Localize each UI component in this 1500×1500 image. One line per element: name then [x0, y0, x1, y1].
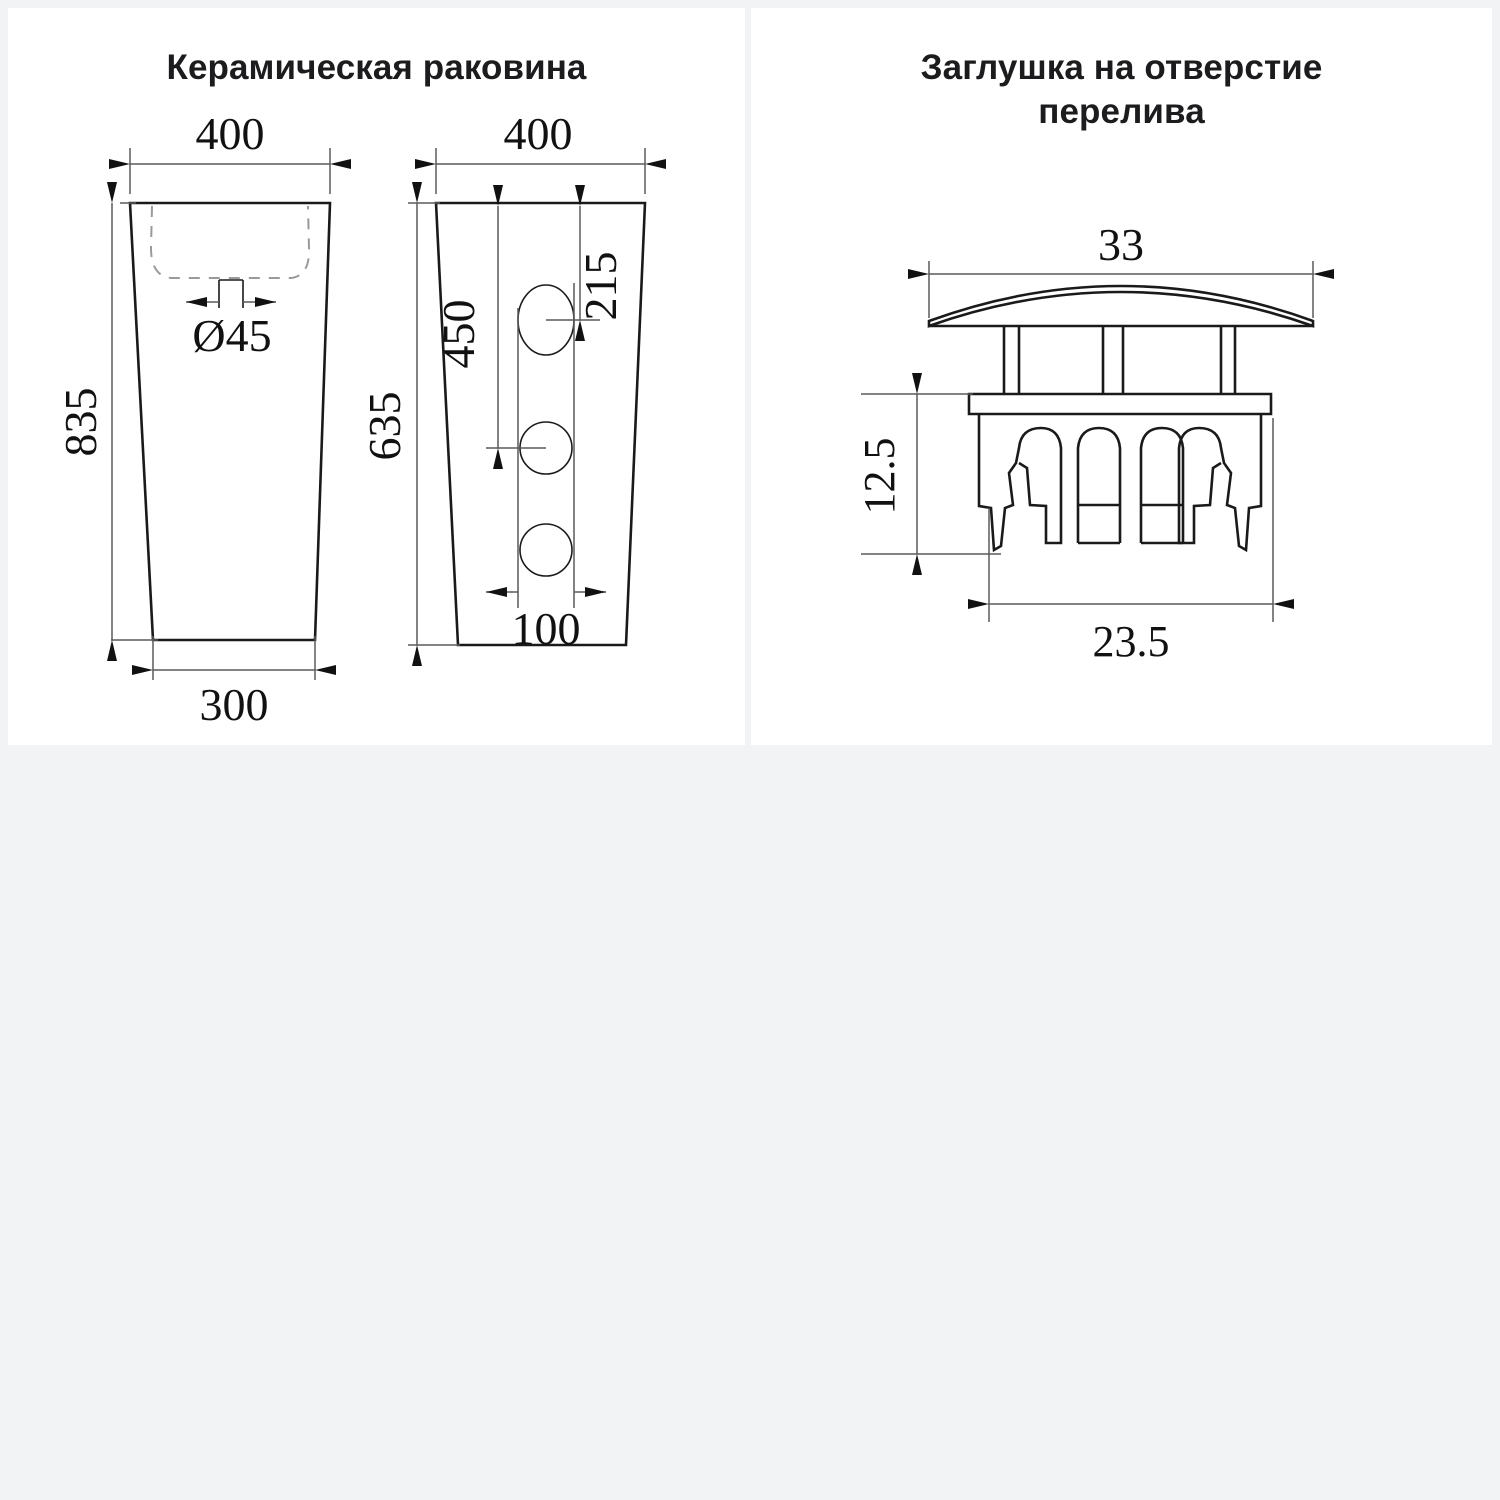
panel-overflow-plug: Заглушка на отверстие перелива: [751, 8, 1492, 745]
sink-basin-dashed-outline: [149, 205, 311, 279]
dim-label-100: 100: [512, 603, 581, 654]
plug-collar-flange: [967, 392, 1273, 416]
dim-front-drain-45: Ø45: [186, 297, 276, 361]
sink-drain-hole: [218, 279, 244, 308]
plug-spoke-left: [1002, 327, 1021, 395]
plug-spoke-right: [1219, 327, 1237, 395]
dim-side-spacing-100: 100: [486, 587, 606, 654]
dim-label-400-front: 400: [196, 108, 265, 159]
sink-front-view-geometry: [128, 201, 332, 642]
dim-label-400-side: 400: [504, 108, 573, 159]
dim-side-width-400: 400: [415, 108, 666, 194]
dim-label-23-5: 23.5: [1093, 617, 1170, 666]
dim-front-height-835: 835: [55, 182, 158, 661]
panel-ceramic-sink: Керамическая раковина: [8, 8, 745, 745]
dim-label-215: 215: [575, 252, 626, 321]
plug-dome-cap: [927, 284, 1315, 328]
plug-spoke-center: [1101, 327, 1125, 395]
dim-side-height-635: 635: [359, 182, 460, 666]
dim-label-300: 300: [200, 679, 269, 730]
dim-side-height-450: 450: [433, 185, 546, 469]
sink-hole-bottom: [519, 523, 573, 577]
panel-title-overflow-plug: Заглушка на отверстие перелива: [920, 48, 1323, 131]
plug-leg-left: [977, 414, 1063, 553]
plug-leg-center: [1076, 426, 1122, 543]
dim-label-33: 33: [1098, 219, 1144, 270]
dim-front-width-300: 300: [132, 636, 336, 730]
dim-plug-height-12-5: 12.5: [855, 373, 1001, 575]
dim-label-450: 450: [433, 300, 484, 369]
dim-plug-width-23-5: 23.5: [968, 418, 1294, 666]
dim-front-width-400: 400: [109, 108, 351, 194]
dim-side-height-215: 215: [546, 185, 626, 341]
plug-leg-center-right: [1139, 426, 1185, 543]
sink-front-outline: [128, 201, 332, 642]
dim-label-12-5: 12.5: [855, 438, 904, 515]
sink-side-view-geometry: [434, 201, 647, 647]
plug-geometry: [927, 284, 1315, 553]
plug-leg-right: [1177, 414, 1263, 553]
drawing-overflow-plug: 33 12.5 23.5: [751, 8, 1492, 745]
drawing-ceramic-sink: 400 835 300: [8, 8, 745, 745]
dim-plug-width-33: 33: [908, 219, 1334, 318]
panel-title-ceramic-sink: Керамическая раковина: [166, 48, 587, 87]
dim-label-835: 835: [55, 388, 106, 457]
dim-label-635: 635: [359, 392, 410, 461]
dim-label-diameter-45: Ø45: [192, 310, 271, 361]
